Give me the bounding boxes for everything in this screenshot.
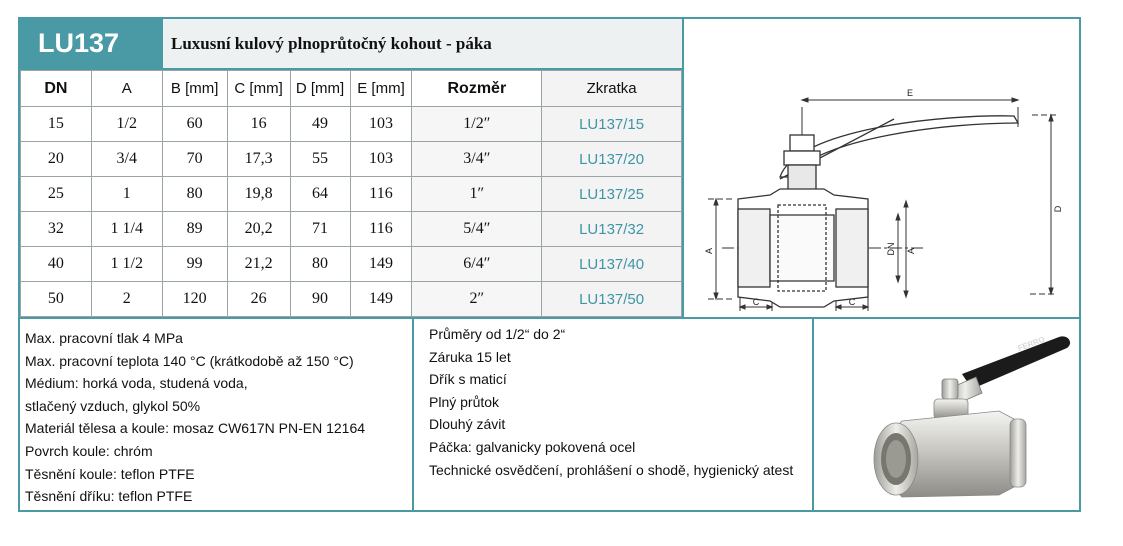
cell-c: 19,8 [226, 176, 291, 212]
cell-c: 26 [226, 281, 291, 317]
cell-e: 149 [349, 246, 413, 282]
spec-line: Max. pracovní teplota 140 °C (krátkodobě… [25, 352, 354, 369]
cell-a: 1/2 [90, 106, 163, 142]
cell-zkratka: LU137/40 [541, 246, 682, 282]
feature-line: Technické osvědčení, prohlášení o shodě,… [429, 461, 794, 478]
cell-dn: 40 [20, 246, 92, 282]
col-header-a: A [90, 70, 163, 107]
cell-b: 70 [161, 141, 228, 177]
product-title: Luxusní kulový plnoprůtočný kohout - pák… [161, 19, 682, 68]
cell-b: 80 [161, 176, 228, 212]
spec-line: Těsnění dříku: teflon PTFE [25, 488, 193, 505]
cell-e: 149 [349, 281, 413, 317]
cell-rozmer: 1″ [411, 176, 543, 212]
cell-e: 103 [349, 141, 413, 177]
dim-label-e: E [907, 88, 913, 98]
cell-d: 49 [289, 106, 351, 142]
cell-zkratka: LU137/50 [541, 281, 682, 317]
cell-dn: 20 [20, 141, 92, 177]
valve-drawing-svg: E D A DN A C C [704, 88, 1063, 311]
feature-line: Páčka: galvanicky pokovená ocel [429, 438, 636, 455]
cell-dn: 50 [20, 281, 92, 317]
cell-d: 71 [289, 211, 351, 247]
header: LU137 Luxusní kulový plnoprůtočný kohout… [20, 19, 682, 70]
product-photo: FERRO [812, 319, 1081, 512]
spec-line: Těsnění koule: teflon PTFE [25, 465, 195, 482]
spec-line: Materiál tělesa a koule: mosaz CW617N PN… [25, 420, 366, 437]
cell-e: 103 [349, 106, 413, 142]
cell-c: 21,2 [226, 246, 291, 282]
feature-line: Záruka 15 let [429, 348, 511, 365]
feature-line: Dlouhý závit [429, 416, 506, 433]
spec-line: Max. pracovní tlak 4 MPa [25, 330, 183, 346]
cell-rozmer: 5/4″ [411, 211, 543, 247]
cell-dn: 32 [20, 211, 92, 247]
cell-b: 120 [161, 281, 228, 317]
col-header-c: C [mm] [226, 70, 291, 107]
dim-label-c-right: C [849, 297, 856, 307]
cell-c: 17,3 [226, 141, 291, 177]
spec-line: Médium: horká voda, studená voda, [25, 375, 248, 392]
table-header-row: DN A B [mm] C [mm] D [mm] E [mm] Rozměr … [20, 70, 682, 107]
cell-e: 116 [349, 176, 413, 212]
cell-c: 20,2 [226, 211, 291, 247]
col-header-b: B [mm] [161, 70, 228, 107]
col-header-zkratka: Zkratka [541, 70, 682, 107]
dim-label-c-left: C [753, 297, 760, 307]
cell-a: 2 [90, 281, 163, 317]
col-header-rozmer: Rozměr [411, 70, 543, 107]
cell-d: 90 [289, 281, 351, 317]
cell-e: 116 [349, 211, 413, 247]
cell-d: 55 [289, 141, 351, 177]
feature-line: Dřík s maticí [429, 371, 507, 388]
cell-rozmer: 2″ [411, 281, 543, 317]
cell-zkratka: LU137/15 [541, 106, 682, 142]
spec-line: Povrch koule: chróm [25, 442, 153, 459]
cell-a: 1 [90, 176, 163, 212]
dim-label-a-right: A [906, 248, 916, 254]
cell-a: 1 1/4 [90, 211, 163, 247]
valve-photo-svg: FERRO [873, 335, 1071, 498]
cell-dn: 15 [20, 106, 92, 142]
top-section: LU137 Luxusní kulový plnoprůtočný kohout… [20, 19, 1063, 317]
product-sheet: LU137 Luxusní kulový plnoprůtočný kohout… [18, 17, 1081, 512]
cell-b: 99 [161, 246, 228, 282]
cell-dn: 25 [20, 176, 92, 212]
dim-label-d: D [1053, 205, 1063, 212]
col-header-dn: DN [20, 70, 92, 107]
cell-zkratka: LU137/25 [541, 176, 682, 212]
feature-line: Průměry od 1/2“ do 2“ [429, 326, 566, 342]
product-code: LU137 [20, 19, 161, 68]
cell-rozmer: 1/2″ [411, 106, 543, 142]
cell-b: 60 [161, 106, 228, 142]
dim-label-a-left: A [704, 248, 714, 254]
cell-d: 80 [289, 246, 351, 282]
cell-zkratka: LU137/32 [541, 211, 682, 247]
cell-rozmer: 3/4″ [411, 141, 543, 177]
cell-b: 89 [161, 211, 228, 247]
spec-table: DN A B [mm] C [mm] D [mm] E [mm] Rozměr … [20, 70, 682, 317]
cell-a: 1 1/2 [90, 246, 163, 282]
spec-line: stlačený vzduch, glykol 50% [25, 397, 201, 414]
lever-handle [962, 336, 1071, 389]
cell-d: 64 [289, 176, 351, 212]
cell-zkratka: LU137/20 [541, 141, 682, 177]
dim-label-dn: DN [886, 243, 896, 256]
col-header-e: E [mm] [349, 70, 413, 107]
feature-line: Plný průtok [429, 393, 500, 410]
cell-c: 16 [226, 106, 291, 142]
cell-rozmer: 6/4″ [411, 246, 543, 282]
col-header-d: D [mm] [289, 70, 351, 107]
technical-drawing: E D A DN A C C [682, 19, 1081, 317]
cell-a: 3/4 [90, 141, 163, 177]
